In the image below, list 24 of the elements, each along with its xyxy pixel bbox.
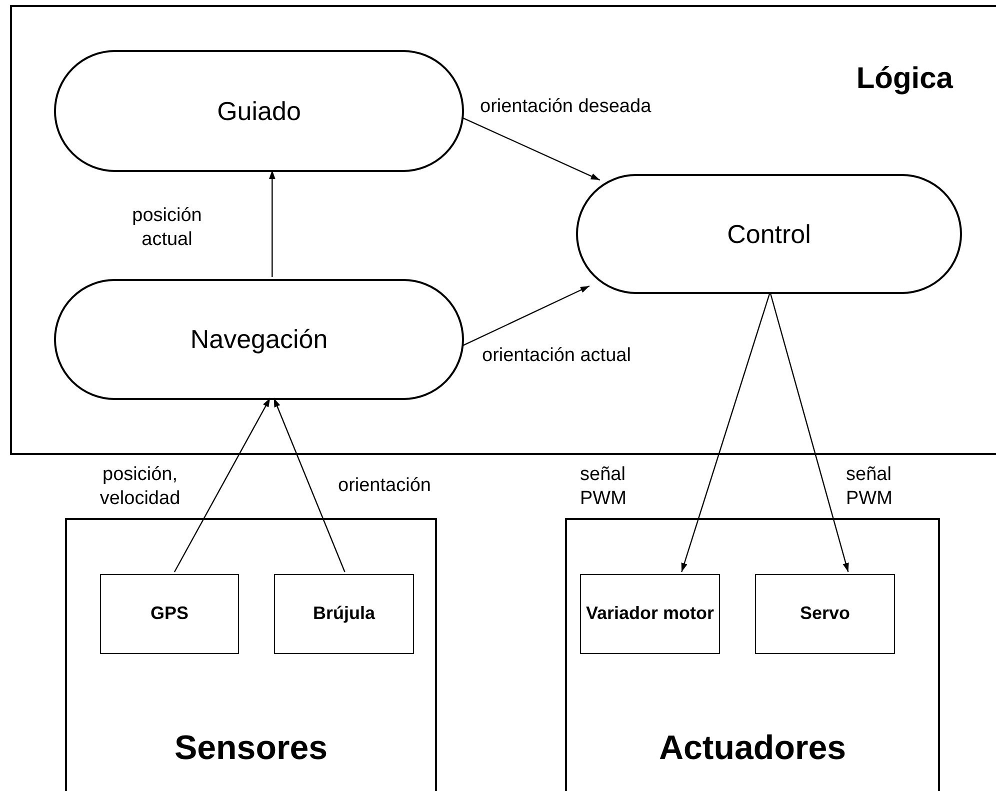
arrow xyxy=(681,292,771,572)
group-frame xyxy=(565,518,940,791)
arrow xyxy=(462,117,600,181)
process-label: Guiado xyxy=(217,96,301,126)
arrow xyxy=(273,398,346,572)
group-frame xyxy=(10,5,996,455)
component-box xyxy=(580,574,720,654)
component-box xyxy=(274,574,414,654)
component-label: GPS xyxy=(150,603,188,625)
section-title: Actuadores xyxy=(658,729,848,768)
arrow xyxy=(174,398,271,572)
arrow xyxy=(770,292,849,572)
component-label: Brújula xyxy=(312,603,375,625)
component-label: Servo xyxy=(800,603,850,625)
process-label: Control xyxy=(727,218,811,250)
process-label: Navegación xyxy=(190,324,328,355)
component-box xyxy=(100,574,239,654)
arrow xyxy=(462,285,590,347)
component-label: Variador motor xyxy=(586,603,714,625)
group-frame xyxy=(65,518,437,791)
arrow xyxy=(269,170,276,277)
component-box xyxy=(755,574,895,654)
section-title: Sensores xyxy=(173,729,329,768)
section-title: Lógica xyxy=(856,62,953,96)
